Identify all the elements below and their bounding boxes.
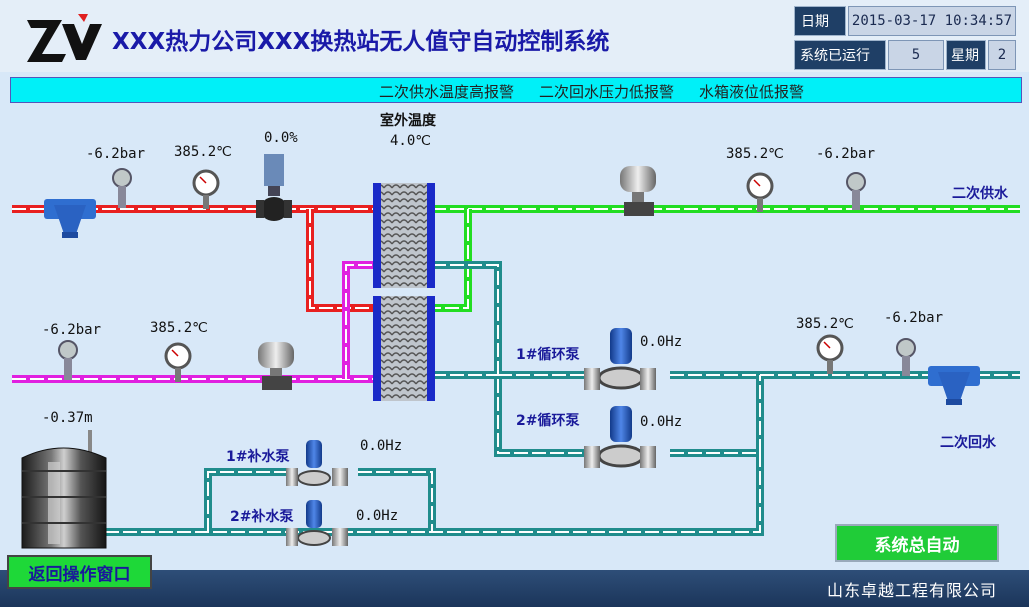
makeup-pump-2-label: 2#补水泵 — [230, 509, 294, 525]
control-valve-icon — [256, 154, 292, 221]
makeup-pump-1-freq: 0.0Hz — [360, 438, 403, 454]
circ-pump-2-label: 2#循环泵 — [516, 413, 580, 429]
primary-return-pressure: -6.2bar — [42, 322, 102, 338]
primary-supply-pressure: -6.2bar — [86, 146, 146, 162]
back-to-operation-button[interactable]: 返回操作窗口 — [7, 555, 152, 589]
alarm-bar: 二次供水温度高报警 二次回水压力低报警 水箱液位低报警 — [10, 77, 1022, 103]
flow-meter-bottom-icon — [258, 342, 294, 390]
primary-return-temperature: 385.2℃ — [150, 320, 208, 336]
secondary-supply-temperature: 385.2℃ — [726, 146, 784, 162]
makeup-pump-1-label: 1#补水泵 — [226, 449, 290, 465]
page-title: XXX热力公司XXX换热站无人值守自动控制系统 — [112, 29, 610, 55]
alarm-tank-level-low: 水箱液位低报警 — [699, 83, 805, 101]
alarm-supply-temp-high: 二次供水温度高报警 — [379, 83, 515, 101]
secondary-supply-label: 二次供水 — [952, 186, 1008, 202]
circulation-pump-icon — [584, 328, 656, 468]
weekday-label: 星期 — [946, 40, 986, 70]
secondary-supply-pressure: -6.2bar — [816, 146, 876, 162]
secondary-return-pipe — [100, 261, 1020, 536]
tank-level: -0.37m — [42, 410, 93, 426]
secondary-return-pressure: -6.2bar — [884, 310, 944, 326]
system-auto-button[interactable]: 系统总自动 — [835, 524, 999, 562]
running-days-value: 5 — [888, 40, 944, 70]
company-logo — [27, 14, 102, 62]
circ-pump-1-freq: 0.0Hz — [640, 334, 683, 350]
strainer-inlet-icon — [44, 199, 96, 238]
primary-supply-temperature: 385.2℃ — [174, 144, 232, 160]
weekday-value: 2 — [988, 40, 1016, 70]
circ-pump-2-freq: 0.0Hz — [640, 414, 683, 430]
strainer-outlet-icon — [928, 366, 980, 405]
plate-heat-exchanger — [373, 183, 435, 401]
date-label: 日期 — [794, 6, 846, 36]
running-days-label: 系统已运行 — [794, 40, 886, 70]
primary-return-pipe — [12, 261, 376, 383]
circ-pump-1-label: 1#循环泵 — [516, 347, 580, 363]
datetime-value: 2015-03-17 10:34:57 — [848, 6, 1016, 36]
thermometer-gauge-icon — [164, 169, 844, 382]
outdoor-temp-value: 4.0℃ — [390, 133, 432, 149]
secondary-supply-pipe — [432, 205, 1020, 312]
alarm-return-pressure-low: 二次回水压力低报警 — [539, 83, 675, 101]
makeup-pump-2-freq: 0.0Hz — [356, 508, 399, 524]
water-tank — [21, 430, 107, 549]
pressure-transmitter-icon — [58, 168, 916, 380]
flow-meter-top-icon — [620, 166, 656, 216]
secondary-return-label: 二次回水 — [940, 435, 996, 451]
company-name: 山东卓越工程有限公司 — [826, 581, 997, 600]
secondary-return-temperature: 385.2℃ — [796, 316, 854, 332]
footer-bar: 山东卓越工程有限公司 — [0, 570, 1029, 607]
valve-opening: 0.0% — [264, 130, 298, 146]
outdoor-temp-label: 室外温度 — [380, 113, 436, 129]
makeup-pump-icon — [286, 440, 348, 546]
